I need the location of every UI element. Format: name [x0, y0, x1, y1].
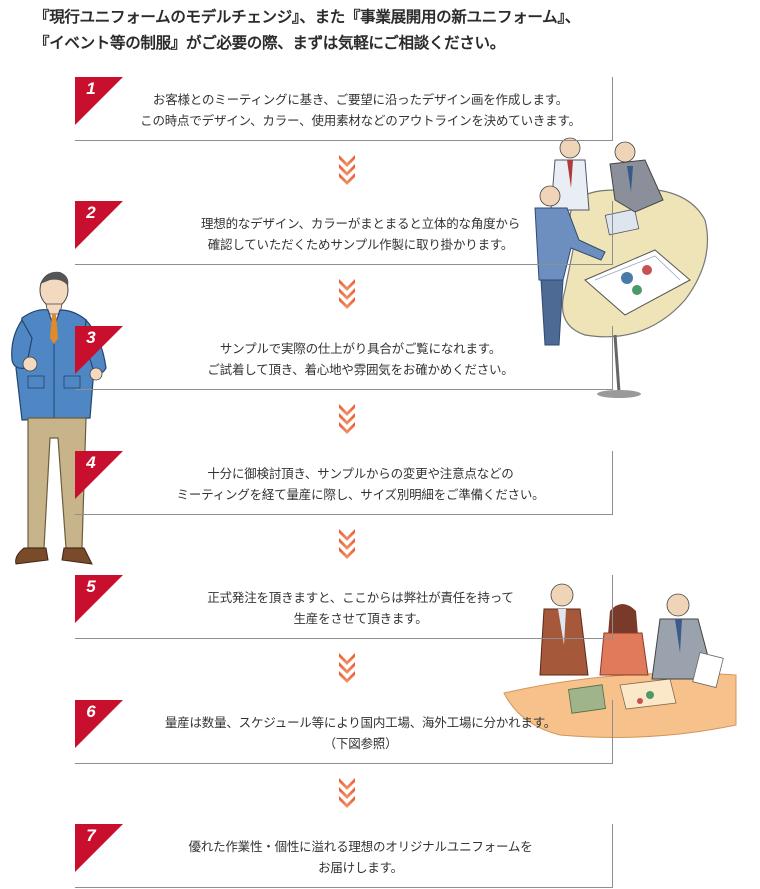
intro-line-2: 『イベント等の制服』がご必要の際、まずは気軽にご相談ください。 [34, 34, 505, 52]
step-3: 3 サンプルで実際の仕上がり具合がご覧になれます。ご試着して頂き、着心地や雰囲気を… [75, 326, 613, 390]
step-badge: 3 [75, 326, 123, 374]
step-description: 理想的なデザイン、カラーがまとまると立体的な角度から確認していただくためサンプル… [115, 213, 606, 255]
step-badge: 5 [75, 575, 123, 623]
down-arrow-icon [337, 651, 357, 685]
step-number: 7 [86, 826, 96, 845]
step-number: 5 [86, 577, 96, 596]
meeting-illustration [534, 137, 709, 398]
step-line-2: ミーティングを経て量産に際し、サイズ別明細をご準備ください。 [176, 487, 545, 502]
step-description: 優れた作業性・個性に溢れる理想のオリジナルユニフォームをお届けします。 [115, 836, 606, 878]
step-line-2: （下図参照） [323, 736, 398, 751]
step-description: 正式発注を頂きますと、ここからは弊社が責任を持って生産をさせて頂きます。 [115, 587, 606, 629]
down-arrow-icon [337, 402, 357, 436]
down-arrow-icon [337, 776, 357, 810]
step-7: 7 優れた作業性・個性に溢れる理想のオリジナルユニフォームをお届けします。 [75, 824, 613, 888]
step-description: 量産は数量、スケジュール等により国内工場、海外工場に分かれます。 （下図参照） [115, 712, 606, 754]
step-description: 十分に御検討頂き、サンプルからの変更や注意点などのミーティングを経て量産に際し、… [115, 463, 606, 505]
step-line-1: 十分に御検討頂き、サンプルからの変更や注意点などの [207, 466, 514, 481]
step-description: お客様とのミーティングに基き、ご要望に沿ったデザイン画を作成します。この時点でデ… [115, 89, 606, 131]
step-number: 1 [86, 79, 96, 98]
down-arrow-icon [337, 527, 357, 561]
team-desk-illustration [503, 583, 737, 738]
step-badge: 7 [75, 824, 123, 872]
step-number: 2 [86, 203, 96, 222]
step-line-2: この時点でデザイン、カラー、使用素材などのアウトラインを決めていきます。 [140, 113, 581, 128]
down-arrow-icon [337, 277, 357, 311]
step-line-1: サンプルで実際の仕上がり具合がご覧になれます。 [219, 341, 502, 356]
step-number: 3 [86, 328, 96, 347]
step-line-2: 確認していただくためサンプル作製に取り掛かります。 [207, 237, 514, 252]
step-line-2: ご試着して頂き、着心地や雰囲気をお確かめください。 [207, 362, 514, 377]
step-2: 2 理想的なデザイン、カラーがまとまると立体的な角度から確認していただくためサンプ… [75, 201, 613, 265]
step-badge: 1 [75, 77, 123, 125]
step-5: 5 正式発注を頂きますと、ここからは弊社が責任を持って生産をさせて頂きます。 [75, 575, 613, 639]
intro-line-1: 『現行ユニフォームのモデルチェンジ』、また『事業展開用の新ユニフォーム』、 [34, 8, 580, 26]
step-line-1: 理想的なデザイン、カラーがまとまると立体的な角度から [200, 216, 521, 231]
step-badge: 6 [75, 700, 123, 748]
step-number: 4 [86, 453, 96, 472]
step-6: 6 量産は数量、スケジュール等により国内工場、海外工場に分かれます。 （下図参照） [75, 700, 613, 764]
down-arrow-icon [337, 153, 357, 187]
step-line-1: 優れた作業性・個性に溢れる理想のオリジナルユニフォームを [188, 839, 533, 854]
step-badge: 4 [75, 451, 123, 499]
step-1: 1 お客様とのミーティングに基き、ご要望に沿ったデザイン画を作成します。この時点で… [75, 77, 613, 141]
step-description: サンプルで実際の仕上がり具合がご覧になれます。ご試着して頂き、着心地や雰囲気をお… [115, 338, 606, 380]
step-line-1: 量産は数量、スケジュール等により国内工場、海外工場に分かれます。 [164, 715, 557, 730]
step-line-2: お届けします。 [318, 860, 403, 875]
step-line-2: 生産をさせて頂きます。 [293, 611, 428, 626]
intro-text: 『現行ユニフォームのモデルチェンジ』、また『事業展開用の新ユニフォーム』、 『イ… [34, 4, 734, 56]
step-4: 4 十分に御検討頂き、サンプルからの変更や注意点などのミーティングを経て量産に際し… [75, 451, 613, 515]
step-badge: 2 [75, 201, 123, 249]
step-line-1: お客様とのミーティングに基き、ご要望に沿ったデザイン画を作成します。 [152, 92, 569, 107]
uniform-man-illustration [11, 271, 107, 565]
step-line-1: 正式発注を頂きますと、ここからは弊社が責任を持って [207, 590, 514, 605]
step-number: 6 [86, 702, 96, 721]
